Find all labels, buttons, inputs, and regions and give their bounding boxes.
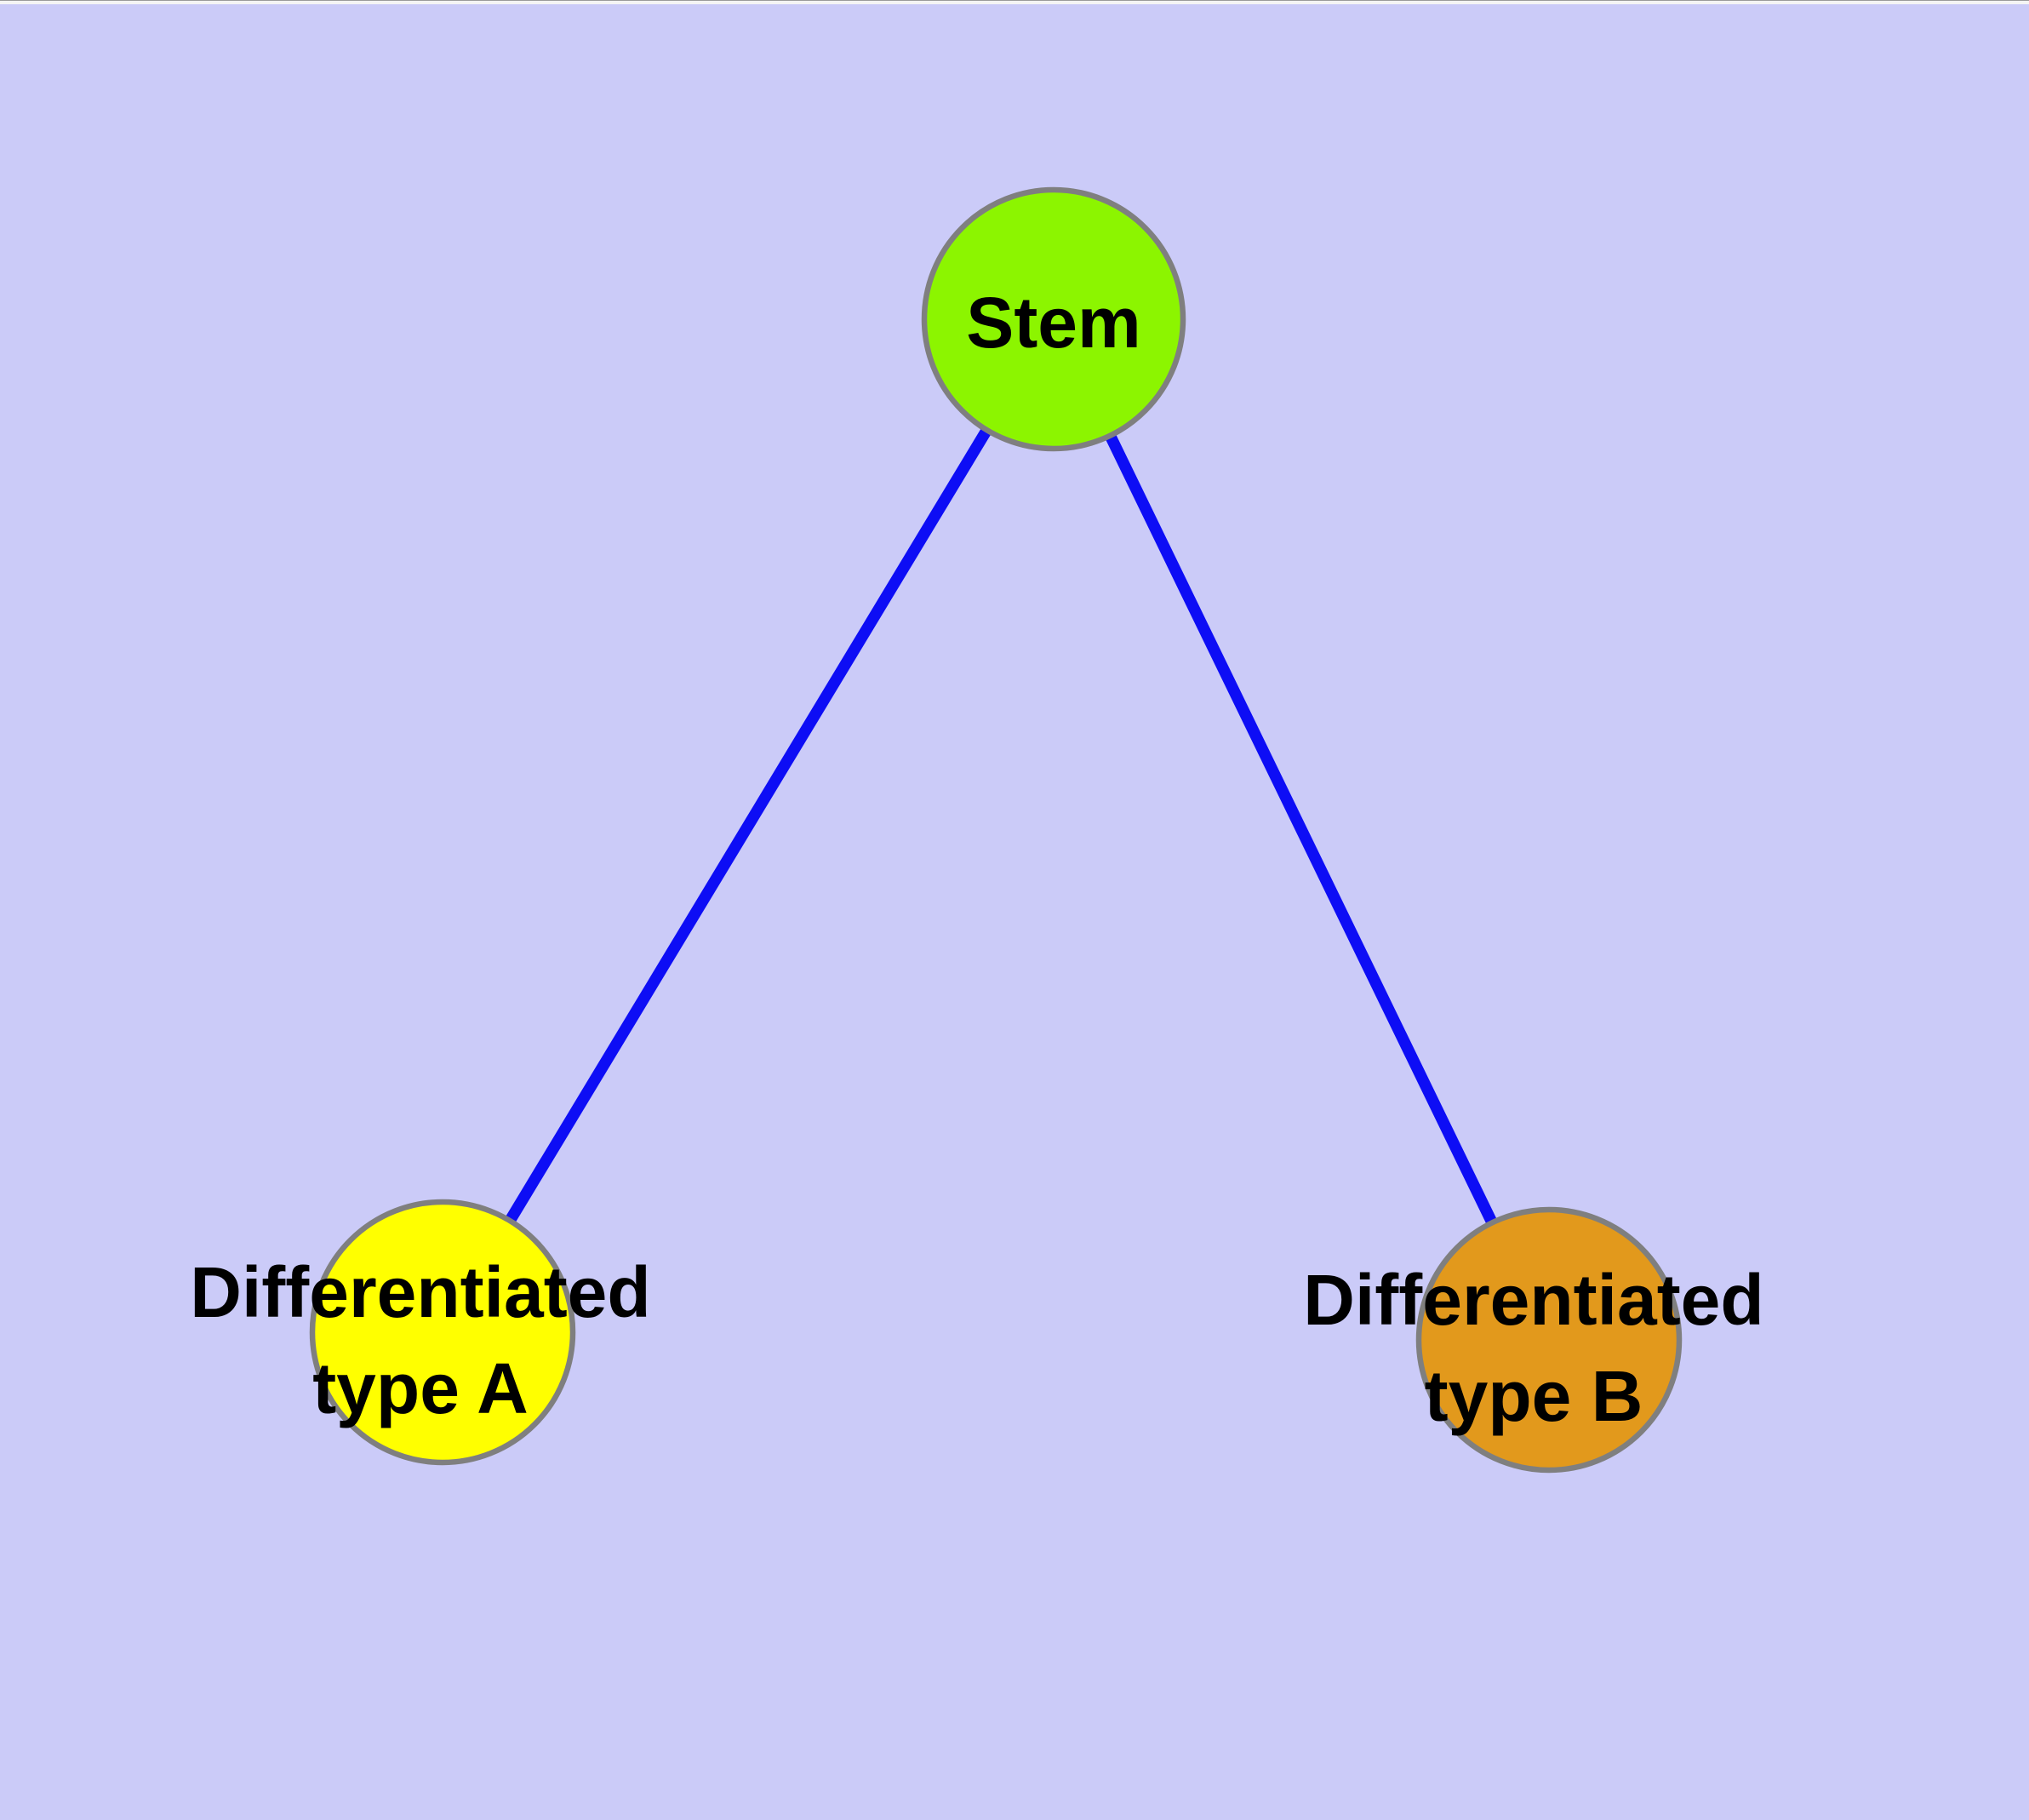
node-type-b	[1415, 1206, 1683, 1474]
node-stem-label: Stem	[966, 283, 1140, 363]
node-type-a-label-line: type A	[312, 1348, 529, 1428]
node-type-a	[309, 1199, 576, 1466]
node-type-a-label: Differentiated type A	[190, 1252, 650, 1428]
node-type-b-label: Differentiated type B	[1303, 1260, 1763, 1436]
edge-stem-to-type-a	[437, 316, 1059, 1336]
node-stem-label-line: Stem	[966, 283, 1140, 363]
window-top-edge	[0, 0, 2029, 4]
edge-stem-to-type-b	[1048, 317, 1555, 1342]
node-type-b-label-line: Differentiated	[1303, 1260, 1763, 1340]
edges-layer	[437, 316, 1555, 1342]
nodes-layer	[309, 186, 1683, 1474]
node-stem	[921, 186, 1186, 452]
node-type-b-label-line: type B	[1425, 1356, 1643, 1436]
node-type-a-label-line: Differentiated	[190, 1252, 650, 1332]
